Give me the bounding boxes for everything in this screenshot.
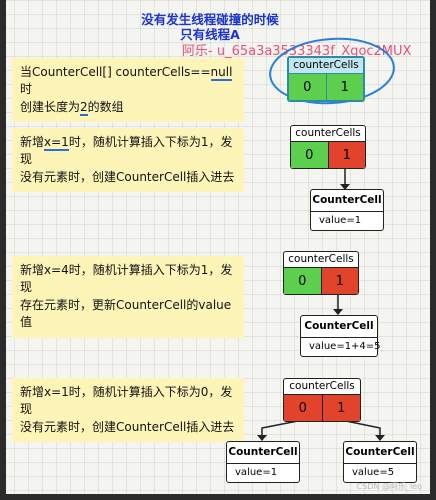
counter-cells-array-4: counterCells 0 1: [283, 378, 361, 422]
node-3-label: CounterCell: [227, 442, 299, 464]
note-insert-index-0: 新增x=1时，随机计算插入下标为0，发现 没有元素时，创建CounterCell…: [12, 378, 244, 443]
arrowhead-2: [333, 309, 343, 315]
note-3-text: 新增x=4时，随机计算插入下标为1，发现 存在元素时，更新CounterCell…: [20, 263, 233, 330]
note-4-text: 新增x=1时，随机计算插入下标为0，发现 没有元素时，创建CounterCell…: [20, 385, 235, 434]
arrowhead-3: [257, 435, 267, 441]
footer-credit: CSDN @阿乐_leo: [356, 482, 422, 491]
array-2-cell-0: 0: [291, 142, 328, 168]
counter-cell-node-1: CounterCell value=1: [310, 189, 384, 231]
connector-3: [261, 419, 304, 440]
watermark: 阿乐- u_65a3a3533343f_Xgoc2MUX: [182, 44, 412, 59]
array-4-cell-0: 0: [284, 395, 322, 421]
counter-cell-node-3: CounterCell value=1: [226, 441, 300, 483]
array-1-cell-1: 1: [325, 74, 363, 100]
note-2-part-2: 时，随机计算插入下标为1，发现 没有元素时，创建CounterCell插入进去: [20, 135, 235, 184]
note-create-array: 当CounterCell[] counterCells==null 时 创建长度为…: [12, 58, 244, 123]
node-4-label: CounterCell: [344, 442, 416, 464]
node-2-value: value=1+4=5: [309, 341, 381, 352]
highlight-circle: [269, 37, 395, 105]
right-frame: [430, 0, 436, 500]
note-2-x1: x=1: [44, 135, 69, 151]
note-update-value: 新增x=4时，随机计算插入下标为1，发现 存在元素时，更新CounterCell…: [12, 256, 244, 338]
node-1-value: value=1: [319, 215, 362, 226]
array-1-label: counterCells: [289, 58, 363, 74]
connector-4: [340, 419, 381, 440]
left-frame: [0, 0, 6, 500]
diagram-title: 没有发生线程碰撞的时候: [141, 12, 279, 27]
array-4-label: counterCells: [284, 379, 360, 395]
array-3-cell-1: 1: [320, 268, 358, 294]
note-1-part-3: 的数组: [87, 99, 124, 114]
node-4-value: value=5: [352, 467, 395, 478]
array-3-label: counterCells: [284, 252, 358, 268]
diagram-subtitle: 只有线程A: [180, 27, 240, 42]
counter-cells-array-3: counterCells 0 1: [283, 251, 359, 295]
note-2-part-1: 新增: [20, 135, 45, 149]
array-3-cell-0: 0: [284, 268, 321, 294]
note-1-part-2: 时 创建长度为: [20, 82, 81, 114]
arrowhead-4: [375, 435, 385, 441]
note-insert-index-1: 新增x=1时，随机计算插入下标为1，发现 没有元素时，创建CounterCell…: [12, 128, 244, 193]
arrowhead-1: [340, 184, 350, 190]
node-2-label: CounterCell: [301, 316, 377, 338]
note-1-size: 2: [80, 99, 88, 116]
node-1-label: CounterCell: [311, 190, 383, 212]
counter-cell-node-2: CounterCell value=1+4=5: [300, 315, 381, 357]
note-1-null: null: [210, 65, 233, 81]
counter-cells-array-1: counterCells 0 1: [287, 56, 365, 102]
bottom-frame: [0, 494, 436, 500]
counter-cells-array-2: counterCells 0 1: [290, 125, 366, 169]
note-1-part-1: 当CounterCell[] counterCells==: [20, 65, 211, 79]
array-1-cell-0: 0: [289, 74, 326, 100]
array-2-label: counterCells: [291, 126, 365, 142]
node-3-value: value=1: [235, 467, 278, 478]
array-2-cell-1: 1: [327, 142, 365, 168]
counter-cell-node-4: CounterCell value=5: [343, 441, 417, 483]
array-4-cell-1: 1: [321, 395, 360, 421]
